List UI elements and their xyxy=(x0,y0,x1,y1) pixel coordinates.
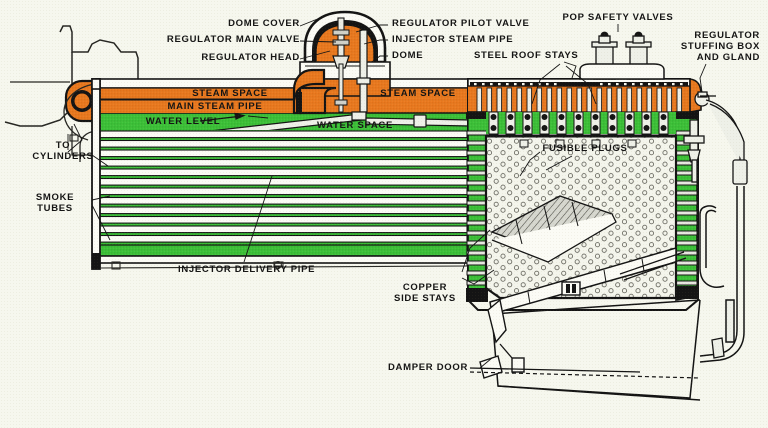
label-regulator-main-valve: REGULATOR MAIN VALVE xyxy=(166,34,300,45)
leader-lines xyxy=(67,17,707,369)
label-injector-delivery-pipe: INJECTOR DELIVERY PIPE xyxy=(178,264,316,275)
crown-rivets xyxy=(470,82,688,86)
steel-roof-stays-group xyxy=(476,87,683,115)
label-regulator-stuffing-box-line2: STUFFING BOX xyxy=(680,41,760,52)
barrel-underframe xyxy=(99,261,469,270)
label-to-cylinders-line2: CYLINDERS xyxy=(32,151,94,162)
label-water-space: WATER SPACE xyxy=(317,120,393,131)
label-damper-door: DAMPER DOOR xyxy=(388,362,469,373)
label-smoke-tubes-line1: SMOKE xyxy=(35,192,75,203)
brick-arch xyxy=(490,195,617,263)
backhead-fittings xyxy=(683,91,748,185)
smoke-tubes-group xyxy=(96,130,468,257)
label-pop-safety-valves: POP SAFETY VALVES xyxy=(562,12,674,23)
crown-rivet-dots xyxy=(474,83,683,86)
label-regulator-stuffing-box-line1: REGULATOR xyxy=(694,30,760,41)
ashpan-assembly xyxy=(491,299,701,401)
label-smoke-tubes-line2: TUBES xyxy=(37,203,73,214)
label-steam-space-right: STEAM SPACE xyxy=(380,88,456,99)
label-injector-steam-pipe: INJECTOR STEAM PIPE xyxy=(392,34,514,45)
waterleg-caps xyxy=(466,112,698,302)
safety-valve-saddle xyxy=(579,63,665,80)
fusible-plugs-group xyxy=(519,139,637,148)
damper-rod xyxy=(469,343,641,373)
main-steam-pipe-body xyxy=(96,99,300,113)
grate-shaker-link xyxy=(619,251,687,281)
damper-linkage xyxy=(469,371,701,379)
damper-door-body xyxy=(479,298,525,379)
regulator-valve-stem xyxy=(332,17,350,113)
label-copper-side-stays-line1: COPPER xyxy=(402,282,448,293)
crown-stay-nuts xyxy=(486,111,676,135)
firebar-grate xyxy=(489,247,677,315)
label-water-level: WATER LEVEL xyxy=(145,116,221,127)
label-steam-space-left: STEAM SPACE xyxy=(192,88,268,99)
label-to-cylinders-line1: TO xyxy=(55,140,71,151)
label-steel-roof-stays: STEEL ROOF STAYS xyxy=(474,50,579,61)
label-dome: DOME xyxy=(392,50,424,61)
backhead-lever xyxy=(711,337,725,359)
label-dome-cover: DOME COVER xyxy=(228,18,300,29)
label-regulator-stuffing-box-line3: AND GLAND xyxy=(696,52,760,63)
label-copper-side-stays-line2: SIDE STAYS xyxy=(394,293,456,304)
label-main-steam-pipe: MAIN STEAM PIPE xyxy=(167,101,263,112)
label-regulator-pilot-valve: REGULATOR PILOT VALVE xyxy=(392,18,530,29)
backhead-handle xyxy=(699,205,725,288)
label-fusible-plugs: FUSIBLE PLUGS xyxy=(542,143,628,154)
flow-arrow xyxy=(199,112,246,122)
label-regulator-head: REGULATOR HEAD xyxy=(201,52,300,63)
